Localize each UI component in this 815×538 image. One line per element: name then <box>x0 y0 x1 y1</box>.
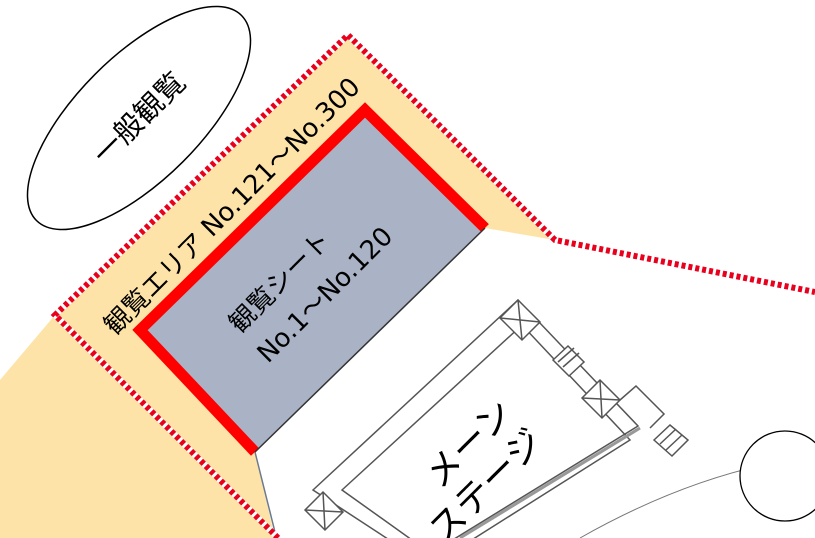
stage-inner-outline <box>340 323 632 538</box>
general-viewing-zone: 一般観覧 <box>26 5 252 231</box>
main-stage <box>303 298 815 538</box>
stage-corner-box-top <box>498 298 542 342</box>
general-viewing-ellipse <box>26 5 252 231</box>
stage-side-box-3 <box>652 423 690 458</box>
viewing-area-inner-line <box>254 451 276 533</box>
viewing-seat-red-border <box>132 102 489 456</box>
viewing-seat-area <box>140 110 485 452</box>
dotted-boundary <box>50 30 815 538</box>
stage-corner-box-bottom <box>303 490 345 532</box>
stage-front-edge <box>459 426 641 538</box>
right-circle <box>739 430 815 522</box>
stage-side-box-1 <box>551 344 586 378</box>
stage-wing-wall <box>619 384 666 429</box>
viewing-seat-front-edge <box>254 227 486 453</box>
viewing-seat-zone: 観覧シート No.1～No.120 <box>132 102 489 456</box>
